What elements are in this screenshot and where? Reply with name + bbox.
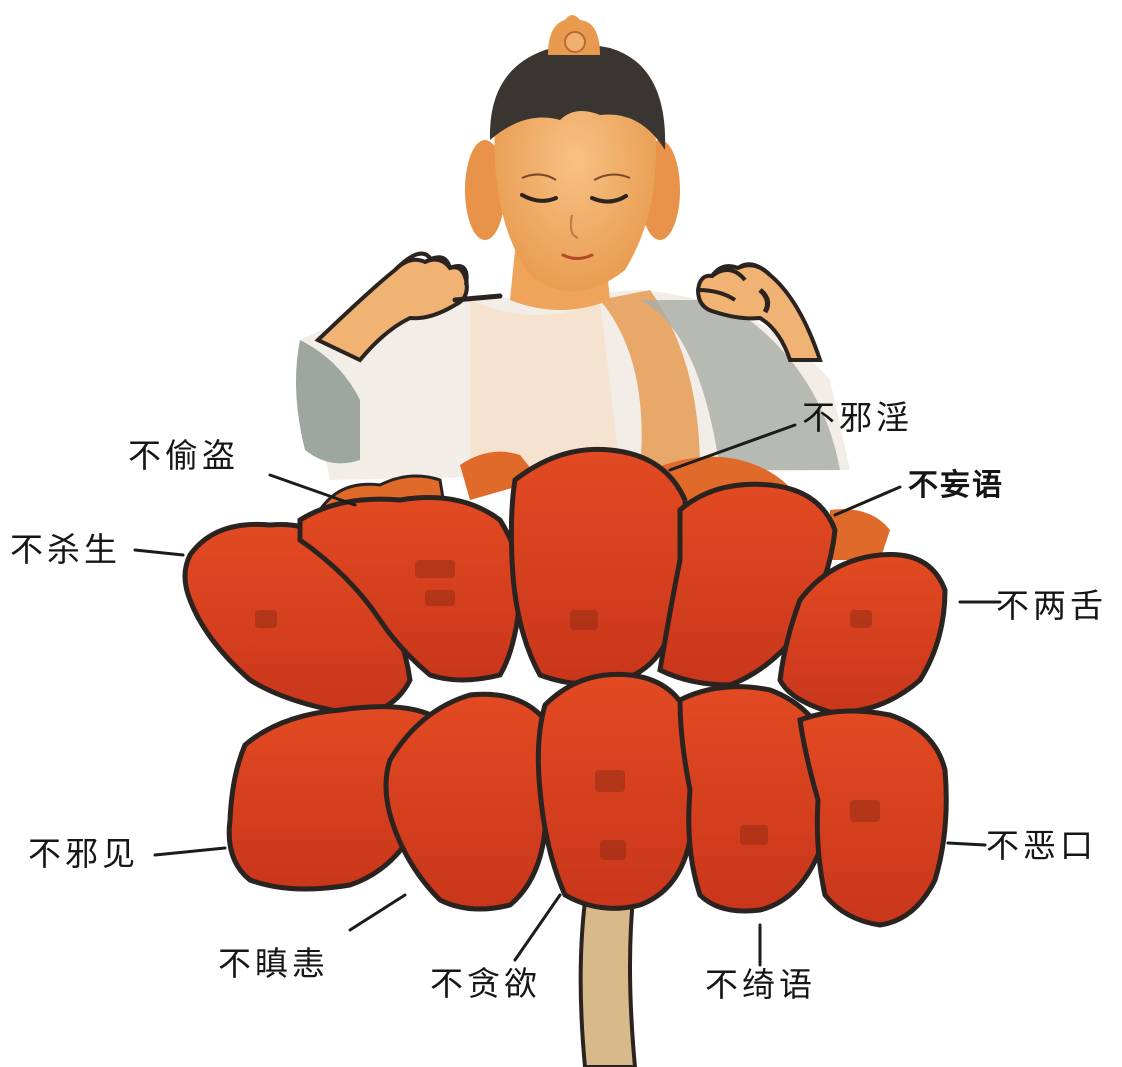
leader-bu-xie-jian — [155, 848, 225, 855]
label-bu-tou-dao: 不偷盗 — [128, 436, 239, 476]
leader-bu-sha-sheng — [135, 550, 183, 555]
leader-bu-e-kou — [948, 843, 985, 845]
petal-upper-center — [511, 449, 686, 684]
back-petal-far-right — [830, 509, 890, 560]
buddha-figure — [296, 15, 850, 480]
label-bu-tan-yu: 不贪欲 — [430, 964, 541, 1004]
label-bu-wang-yu: 不妄语 — [908, 466, 1004, 506]
chest-shadow — [470, 300, 620, 470]
label-bu-qi-yu: 不绮语 — [705, 965, 816, 1005]
leader-bu-tan-yu — [515, 895, 560, 960]
label-bu-xie-jian: 不邪见 — [28, 834, 139, 874]
label-bu-xie-yin: 不邪淫 — [802, 398, 913, 438]
leader-bu-chen-hui — [350, 895, 405, 930]
leader-bu-wang-yu — [835, 487, 900, 515]
label-bu-chen-hui: 不瞋恚 — [218, 944, 329, 984]
label-bu-liang-she: 不两舌 — [996, 586, 1107, 626]
label-bu-sha-sheng: 不杀生 — [10, 530, 121, 570]
label-bu-e-kou: 不恶口 — [986, 826, 1097, 866]
